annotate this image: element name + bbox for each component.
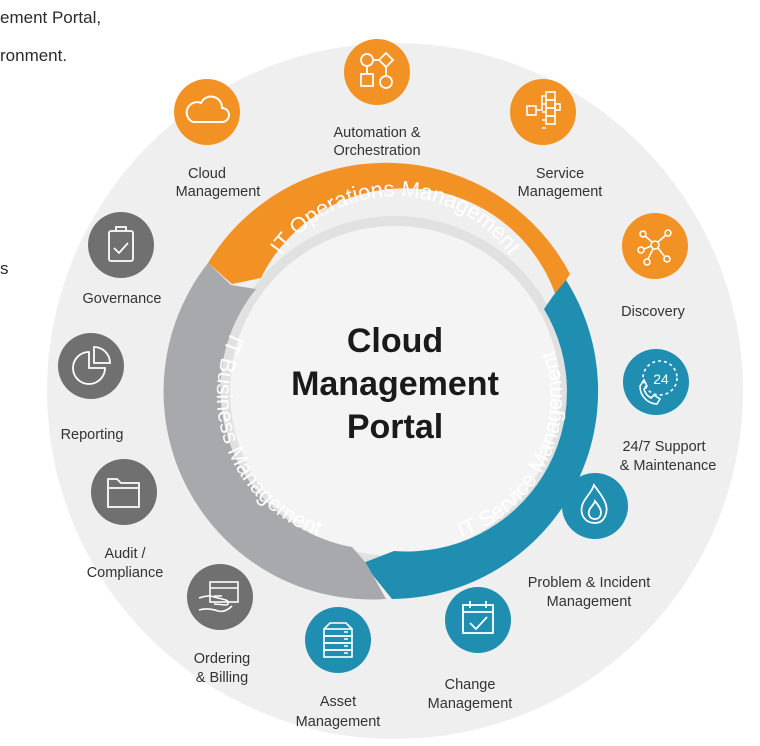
problem-incident-label-1: Problem & Incident xyxy=(528,575,651,591)
asset-management-label-2: Management xyxy=(296,714,381,730)
governance-badge xyxy=(88,212,154,278)
item-ordering-billing[interactable]: Ordering & Billing xyxy=(187,564,253,686)
item-reporting[interactable]: Reporting xyxy=(58,333,124,443)
item-governance[interactable]: Governance xyxy=(83,212,162,307)
calendar-check-icon xyxy=(462,601,494,634)
item-service-management[interactable]: Service Management xyxy=(510,79,602,200)
audit-compliance-badge xyxy=(91,459,157,525)
cloud-icon xyxy=(185,95,230,123)
discovery-label: Discovery xyxy=(621,304,685,320)
pie-chart-icon xyxy=(72,346,111,385)
automation-label-1: Automation & xyxy=(333,125,420,141)
asset-management-label-1: Asset xyxy=(320,694,356,710)
intro-text-fragment: s xyxy=(0,259,9,278)
ordering-billing-label-1: Ordering xyxy=(194,651,250,667)
ordering-billing-badge xyxy=(187,564,253,630)
intro-text-line-1: ement Portal, xyxy=(0,8,102,27)
support-24-text: 24 xyxy=(653,371,669,387)
credit-card-icon xyxy=(198,581,239,613)
asset-management-badge xyxy=(305,607,371,673)
workflow-icon xyxy=(360,51,395,89)
ring-segment-it-operations xyxy=(208,162,570,296)
automation-badge xyxy=(344,39,410,105)
item-support-maintenance[interactable]: 24 24/7 Support & Maintenance xyxy=(620,349,717,474)
reporting-badge xyxy=(58,333,124,399)
network-icon xyxy=(637,229,672,266)
problem-incident-badge xyxy=(562,473,628,539)
automation-label-2: Orchestration xyxy=(333,143,420,159)
cloud-management-label-1: Cloud xyxy=(188,166,226,182)
item-change-management[interactable]: Change Management xyxy=(428,587,513,712)
reporting-label: Reporting xyxy=(61,427,124,443)
change-management-badge xyxy=(445,587,511,653)
ring-segment-it-business xyxy=(163,263,386,600)
item-discovery[interactable]: Discovery xyxy=(621,213,688,320)
item-asset-management[interactable]: Asset Management xyxy=(296,607,381,730)
cloud-management-label-2: Management xyxy=(176,184,261,200)
problem-incident-label-2: Management xyxy=(547,594,632,610)
governance-label: Governance xyxy=(83,291,162,307)
service-management-label-1: Service xyxy=(536,166,584,182)
server-icon xyxy=(323,622,353,658)
center-title-line-3: Portal xyxy=(347,408,443,446)
center-title-line-2: Management xyxy=(291,365,499,403)
flame-icon xyxy=(580,482,608,524)
center-title-line-1: Cloud xyxy=(347,322,443,360)
clipboard-check-icon xyxy=(108,226,134,262)
item-cloud-management[interactable]: Cloud Management xyxy=(174,79,260,200)
item-problem-incident[interactable]: Problem & Incident Management xyxy=(528,473,651,610)
support-label-2: & Maintenance xyxy=(620,458,717,474)
folder-icon xyxy=(107,478,140,508)
ordering-billing-label-2: & Billing xyxy=(196,670,248,686)
service-management-label-2: Management xyxy=(518,184,603,200)
item-automation-orchestration[interactable]: Automation & Orchestration xyxy=(333,39,421,159)
phone-24-icon xyxy=(639,360,678,405)
cloud-management-badge xyxy=(174,79,240,145)
intro-text-line-2: ronment. xyxy=(0,46,68,65)
support-label-1: 24/7 Support xyxy=(622,439,705,455)
discovery-badge xyxy=(622,213,688,279)
change-management-label-1: Change xyxy=(445,677,496,693)
item-audit-compliance[interactable]: Audit / Compliance xyxy=(87,459,164,581)
audit-compliance-label-2: Compliance xyxy=(87,565,164,581)
audit-compliance-label-1: Audit / xyxy=(104,546,146,562)
change-management-label-2: Management xyxy=(428,696,513,712)
ring-segment-it-service xyxy=(363,280,599,599)
org-chart-icon xyxy=(526,91,561,129)
inner-disc xyxy=(230,226,560,556)
